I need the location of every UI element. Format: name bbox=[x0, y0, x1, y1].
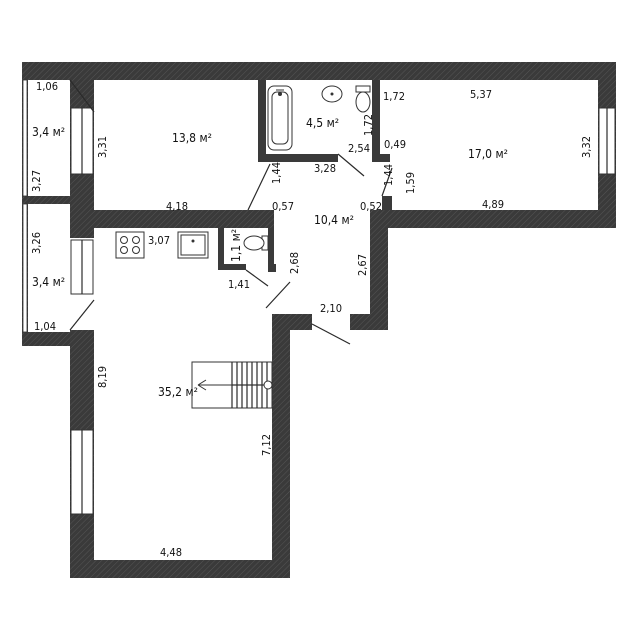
dim-819: 8,19 bbox=[96, 366, 109, 388]
wall-bath-right bbox=[372, 80, 380, 162]
doors bbox=[69, 79, 393, 345]
stove-icon bbox=[115, 231, 145, 259]
wall-hall-door-stub bbox=[382, 196, 392, 210]
wall-hall-right bbox=[370, 210, 388, 330]
wall-stub-kitchen bbox=[70, 228, 94, 238]
wall-hall-stub bbox=[268, 264, 276, 272]
area-wc: 1,1 м² bbox=[229, 229, 243, 262]
dim-268: 2,68 bbox=[288, 252, 301, 274]
wall-right-bottom bbox=[370, 210, 616, 228]
wall-wc-left bbox=[218, 228, 224, 270]
door-room-left bbox=[247, 163, 271, 211]
dim-172a: 1,72 bbox=[362, 114, 375, 136]
area-living: 35,2 м² bbox=[158, 385, 198, 399]
area-balcony-bottom: 3,4 м² bbox=[32, 275, 65, 289]
dim-144b: 1,44 bbox=[382, 164, 395, 186]
dim-328: 3,28 bbox=[314, 162, 336, 175]
dim-106: 1,06 bbox=[36, 80, 58, 93]
dim-267: 2,67 bbox=[356, 254, 369, 276]
dim-307: 3,07 bbox=[148, 234, 170, 247]
dim-448: 4,48 bbox=[160, 546, 182, 559]
area-room-left: 13,8 м² bbox=[172, 131, 212, 145]
door-wc bbox=[245, 269, 269, 287]
wall-wc-right bbox=[268, 228, 274, 272]
wall-bath-right-stub bbox=[372, 154, 390, 162]
area-bathroom: 4,5 м² bbox=[306, 116, 339, 130]
fixtures bbox=[115, 85, 371, 409]
wall-wc-bottom bbox=[218, 264, 246, 270]
dim-049: 0,49 bbox=[384, 138, 406, 151]
wall-balcony-divider bbox=[22, 196, 94, 204]
exterior-walls bbox=[22, 62, 616, 578]
dim-172b: 1,72 bbox=[383, 90, 405, 103]
windows bbox=[22, 79, 616, 515]
dim-331: 3,31 bbox=[96, 136, 109, 158]
wall-top bbox=[22, 62, 616, 80]
dim-141: 1,41 bbox=[228, 278, 250, 291]
wall-hall-bottom-left bbox=[272, 314, 312, 330]
door-living bbox=[265, 281, 291, 309]
dim-104: 1,04 bbox=[34, 320, 56, 333]
dim-052: 0,52 bbox=[360, 200, 382, 213]
wall-wc-top bbox=[248, 210, 274, 228]
room-labels: 13,8 м² 4,5 м² 17,0 м² 10,4 м² 35,2 м² 3… bbox=[32, 116, 508, 399]
wall-living-bottom bbox=[70, 560, 290, 578]
toilet-icon bbox=[355, 85, 371, 93]
wall-balcony-bottom bbox=[22, 332, 94, 346]
dim-057: 0,57 bbox=[272, 200, 294, 213]
dim-537: 5,37 bbox=[470, 88, 492, 101]
wall-living-right bbox=[272, 314, 290, 578]
dim-327: 3,27 bbox=[30, 170, 43, 192]
wall-bath-left bbox=[258, 80, 266, 162]
door-room-right bbox=[381, 167, 393, 197]
area-room-right: 17,0 м² bbox=[468, 147, 508, 161]
dim-159: 1,59 bbox=[404, 172, 417, 194]
area-balcony-top: 3,4 м² bbox=[32, 125, 65, 139]
wall-bath-bottom bbox=[258, 154, 338, 162]
door-entrance bbox=[311, 323, 351, 345]
dim-144a: 1,44 bbox=[270, 162, 283, 184]
door-balcony-bottom bbox=[69, 299, 95, 331]
wall-hall-bottom-right bbox=[350, 314, 388, 330]
dim-712: 7,12 bbox=[260, 434, 273, 456]
area-hall: 10,4 м² bbox=[314, 213, 354, 227]
dim-418: 4,18 bbox=[166, 200, 188, 213]
dimension-labels: 1,06 3,31 3,27 4,18 0,57 1,44 3,28 2,54 … bbox=[30, 80, 593, 559]
dim-254: 2,54 bbox=[348, 142, 370, 155]
dim-326: 3,26 bbox=[30, 232, 43, 254]
door-balcony-top bbox=[69, 79, 95, 113]
wall-room-kitchen bbox=[70, 210, 270, 228]
dim-489: 4,89 bbox=[482, 198, 504, 211]
dim-210: 2,10 bbox=[320, 302, 342, 315]
staircase-icon bbox=[191, 361, 273, 409]
dim-332: 3,32 bbox=[580, 136, 593, 158]
door-bathroom bbox=[337, 153, 365, 177]
